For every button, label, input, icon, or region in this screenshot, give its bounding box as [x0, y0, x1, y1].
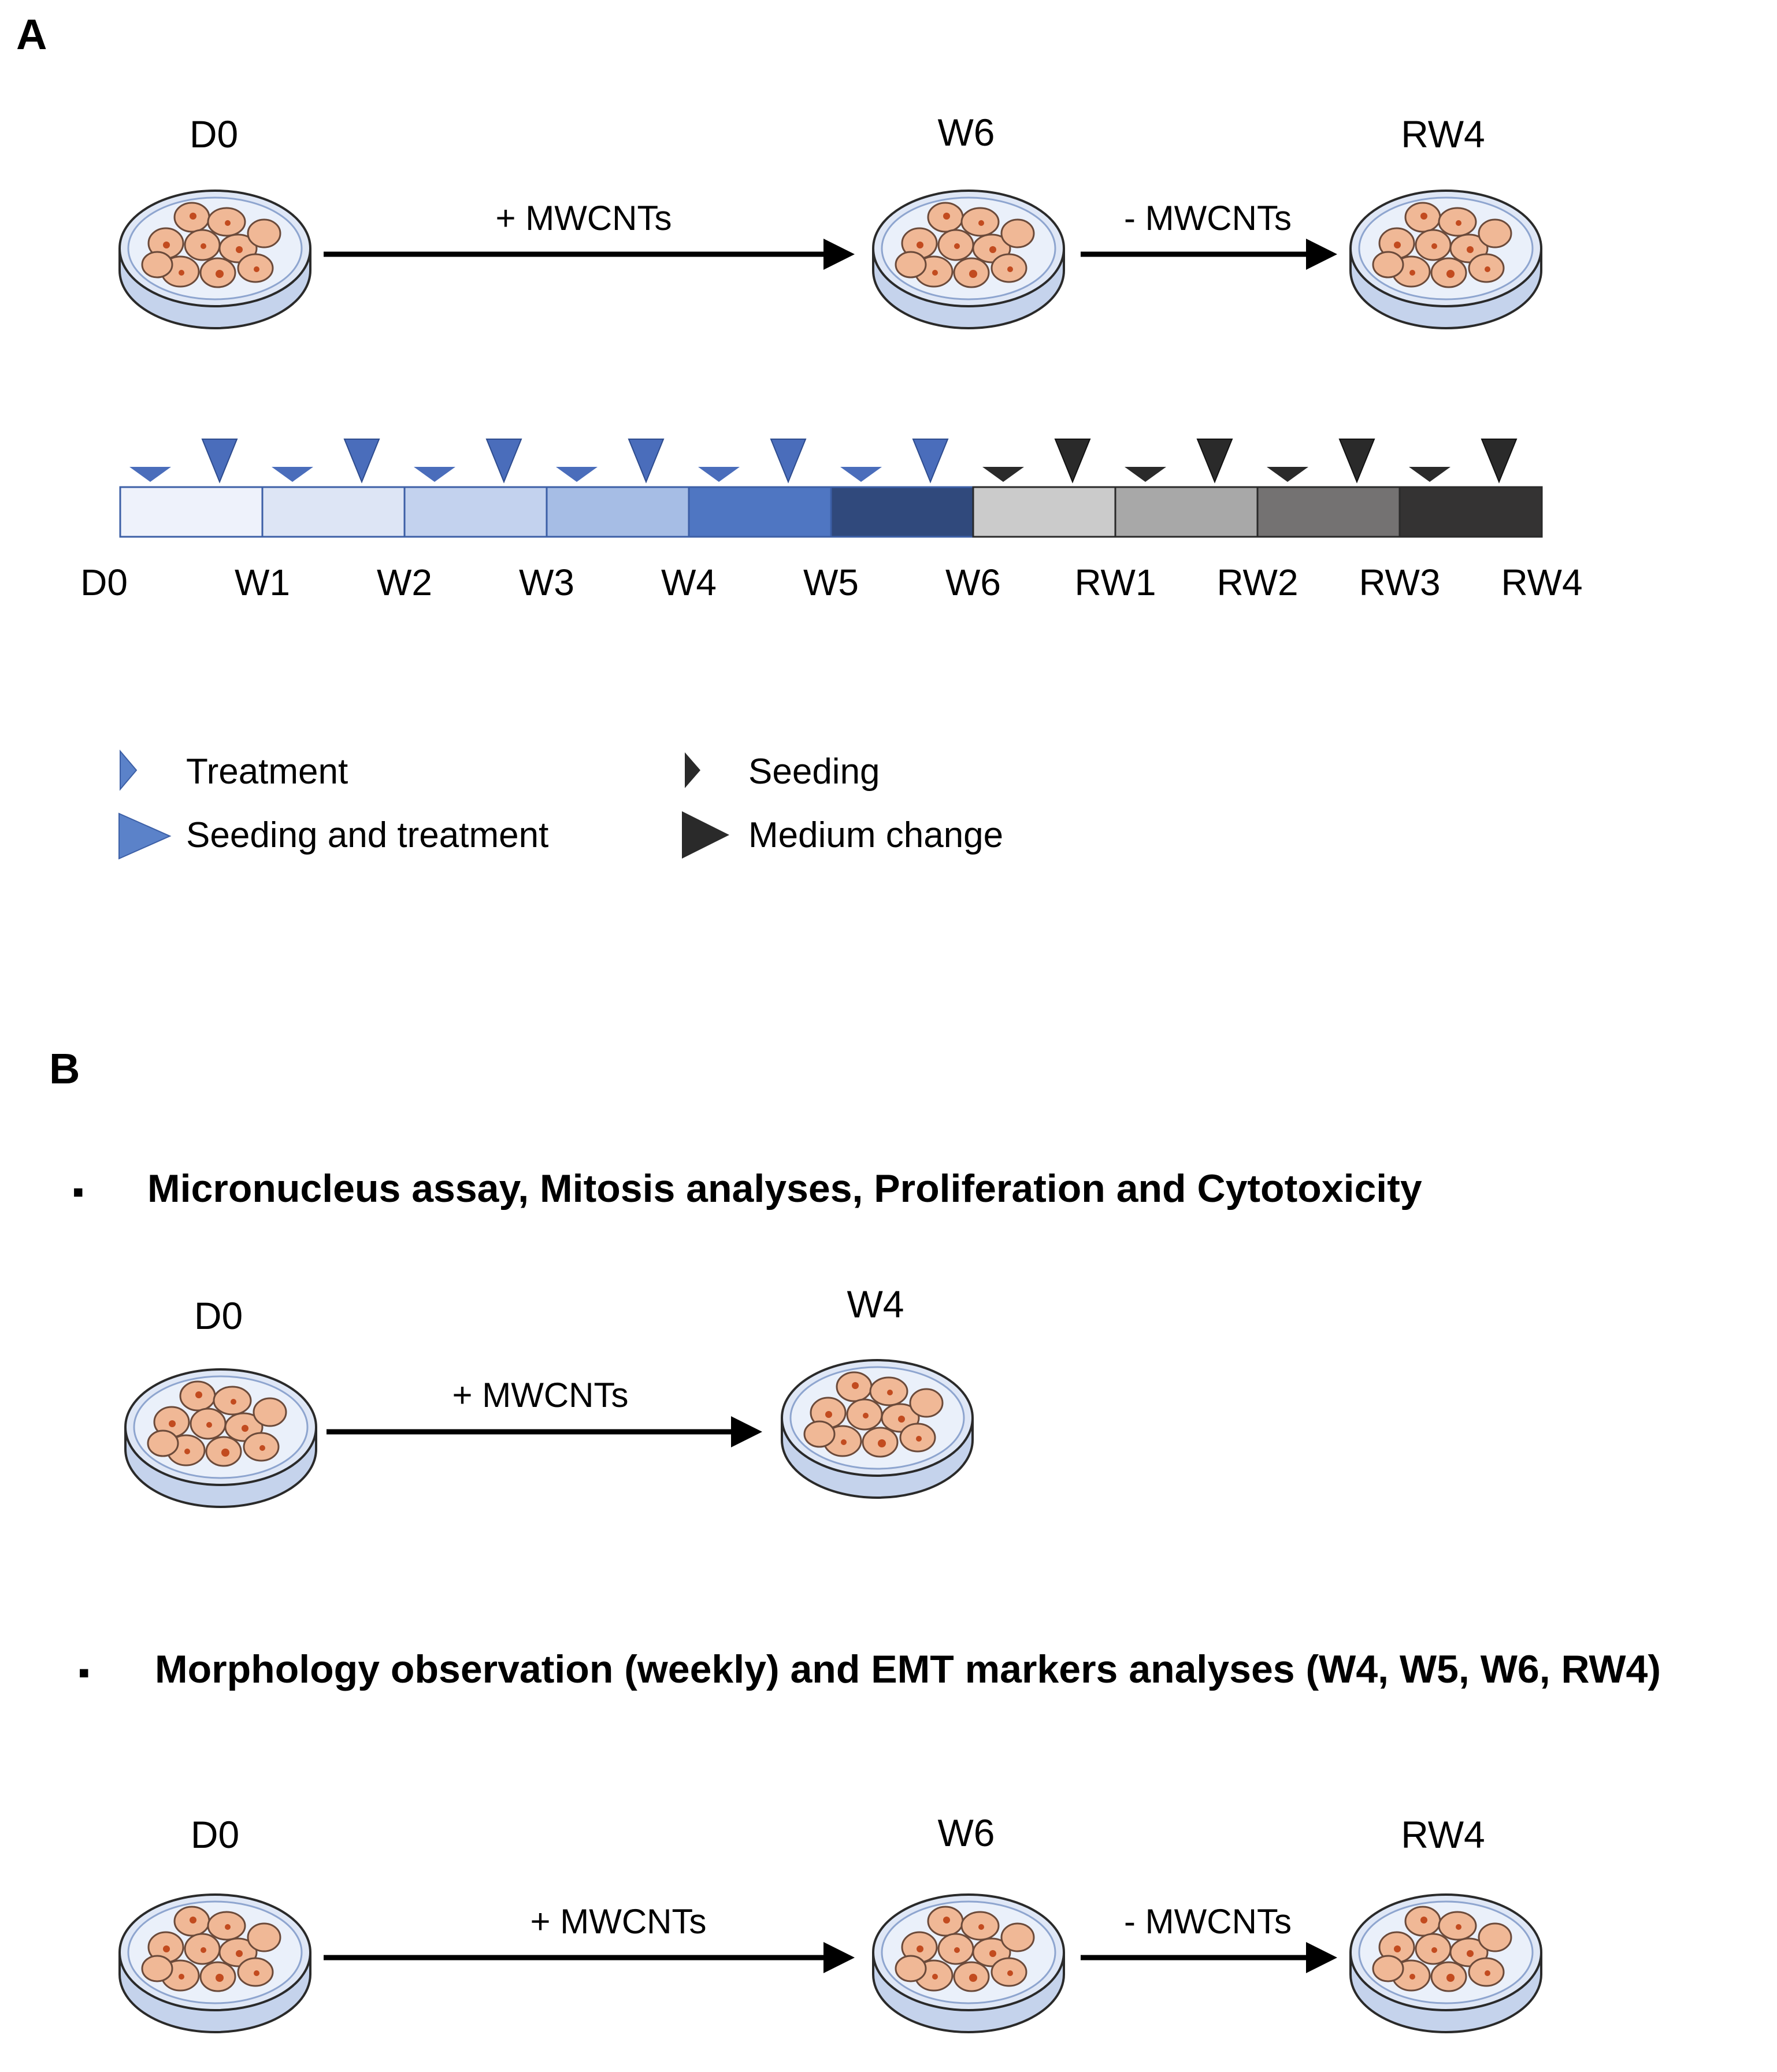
timeline-segment	[1256, 486, 1401, 538]
seeding-marker-icon	[1125, 467, 1166, 482]
seeding-treatment-marker-icon	[118, 812, 172, 860]
panel-b-letter: B	[49, 1045, 80, 1093]
section-2-flow: D0 W6 RW4 + MWCNTs - MWCNTs	[118, 1811, 1542, 2033]
section-1-title: Micronucleus assay, Mitosis analyses, Pr…	[147, 1167, 1422, 1210]
petri-dish-w6	[872, 1893, 1065, 2033]
seeding-treatment-marker-icon	[485, 439, 522, 484]
medium-change-marker-icon	[1338, 439, 1375, 484]
timeline-segment	[1114, 486, 1259, 538]
treatment-marker-icon	[840, 467, 882, 482]
petri-dish-d0	[124, 1368, 317, 1508]
seeding-marker-icon	[1267, 467, 1308, 482]
seeding-treatment-marker-icon	[343, 439, 380, 484]
panel-a-letter: A	[16, 10, 47, 58]
arrow-label-add-mwcnts: + MWCNTs	[496, 199, 672, 237]
treatment-marker-icon	[129, 467, 171, 482]
timeline-segment	[261, 486, 406, 538]
timeline-segment	[403, 486, 548, 538]
section-1-flow: D0 W4 + MWCNTs	[124, 1283, 974, 1508]
arrow-label-add-mwcnts: + MWCNTs	[452, 1376, 629, 1414]
seeding-marker-icon	[1409, 467, 1450, 482]
timeline: D0 W1 W2 W3 W4 W5 W6 RW1 RW2 RW3 RW4	[80, 439, 1583, 603]
medium-change-marker-icon	[1196, 439, 1233, 484]
timeline-tick-label: W4	[661, 562, 717, 603]
timeline-tick-label: W6	[945, 562, 1001, 603]
timeline-tick-label: D0	[80, 562, 128, 603]
dish-label-w4: W4	[847, 1283, 904, 1325]
timeline-tick-label: RW3	[1359, 562, 1440, 603]
treatment-marker-icon	[414, 467, 455, 482]
legend-label-seeding: Seeding	[748, 752, 880, 792]
treatment-marker-icon	[120, 749, 138, 791]
dish-label-d0: D0	[194, 1294, 243, 1337]
petri-dish-w6	[872, 190, 1065, 329]
dish-label-rw4: RW4	[1401, 113, 1485, 155]
timeline-tick-label: W1	[235, 562, 290, 603]
bullet-section-2: ▪	[78, 1654, 90, 1691]
timeline-segment	[830, 486, 974, 538]
dish-label-w6: W6	[938, 111, 995, 154]
seeding-treatment-marker-icon	[770, 439, 807, 484]
timeline-segment	[546, 486, 690, 538]
dish-label-rw4: RW4	[1401, 1813, 1485, 1856]
timeline-segment	[688, 486, 832, 538]
timeline-tick-label: W2	[377, 562, 432, 603]
timeline-segment	[119, 486, 264, 538]
legend-label-medium-change: Medium change	[748, 815, 1003, 855]
legend: Treatment Seeding and treatment Seeding …	[118, 749, 1003, 860]
panel-a-flow: D0 W6 RW4 + MWCNTs - MWCNTs	[118, 111, 1542, 329]
treatment-marker-icon	[698, 467, 740, 482]
seeding-treatment-marker-icon	[912, 439, 949, 484]
bullet-section-1: ▪	[72, 1173, 84, 1210]
section-2-title: Morphology observation (weekly) and EMT …	[155, 1647, 1661, 1691]
petri-dish-rw4	[1349, 1893, 1542, 2033]
timeline-tick-label: W3	[519, 562, 574, 603]
seeding-marker-icon	[982, 467, 1024, 482]
petri-dish-rw4	[1349, 190, 1542, 329]
petri-dish-d0	[118, 190, 311, 329]
medium-change-marker-icon	[682, 811, 729, 859]
seeding-treatment-marker-icon	[628, 439, 665, 484]
dish-label-w6: W6	[938, 1811, 995, 1854]
timeline-tick-label: W5	[803, 562, 859, 603]
arrow-label-remove-mwcnts: - MWCNTs	[1124, 199, 1292, 237]
seeding-treatment-marker-icon	[201, 439, 238, 484]
medium-change-marker-icon	[1054, 439, 1091, 484]
treatment-marker-icon	[272, 467, 313, 482]
legend-label-seeding-treatment: Seeding and treatment	[186, 815, 548, 855]
seeding-marker-icon	[685, 752, 700, 788]
medium-change-marker-icon	[1481, 439, 1518, 484]
petri-dish-d0	[118, 1893, 311, 2033]
arrow-label-remove-mwcnts: - MWCNTs	[1124, 1902, 1292, 1941]
timeline-tick-label: RW1	[1074, 562, 1156, 603]
timeline-tick-label: RW4	[1501, 562, 1582, 603]
timeline-segment	[972, 486, 1116, 538]
timeline-segment	[1398, 486, 1543, 538]
dish-label-d0: D0	[191, 1813, 239, 1856]
treatment-marker-icon	[556, 467, 598, 482]
legend-label-treatment: Treatment	[186, 752, 348, 792]
petri-dish-w4	[781, 1359, 974, 1499]
arrow-label-add-mwcnts: + MWCNTs	[530, 1902, 707, 1941]
dish-label-d0: D0	[190, 113, 238, 155]
timeline-tick-label: RW2	[1216, 562, 1298, 603]
